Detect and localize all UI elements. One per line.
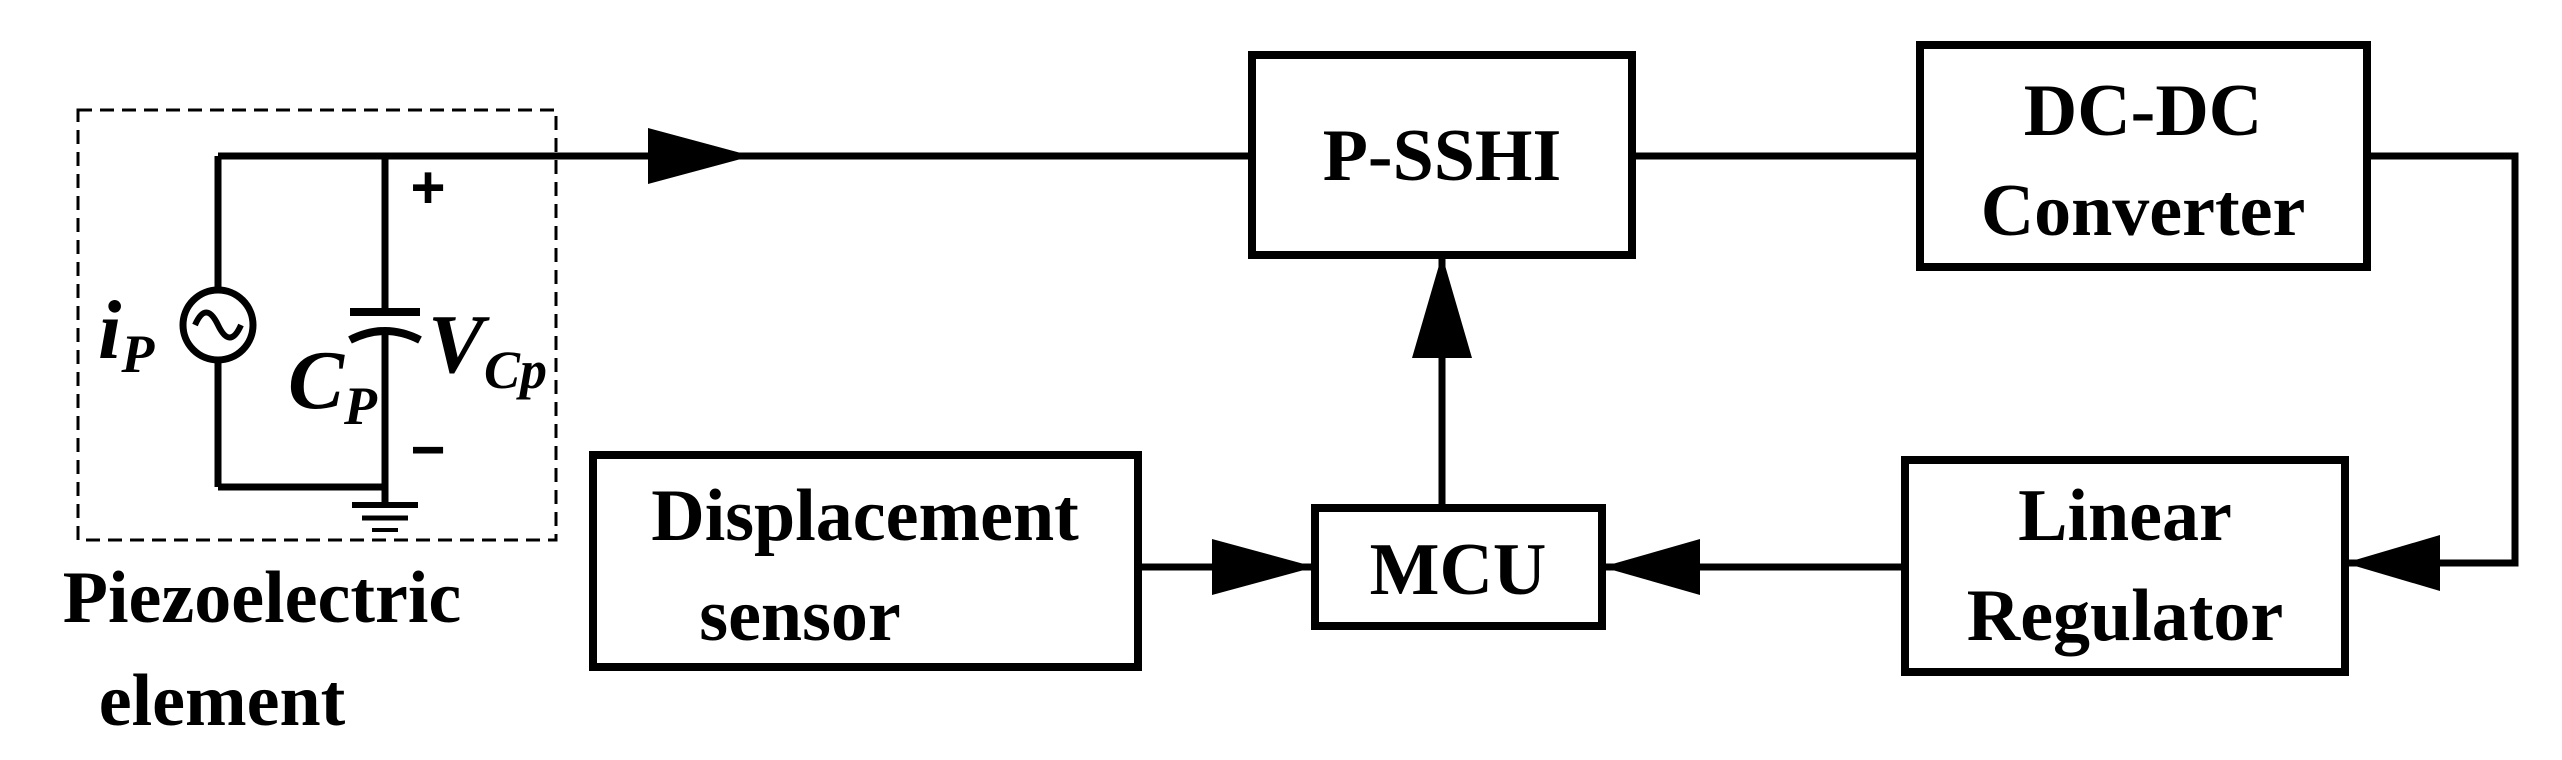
linear-regulator-block: Linear Regulator: [1901, 456, 2349, 676]
displacement-sensor-label-line1: Displacement: [651, 475, 1079, 557]
dcdc-to-linreg-arrowhead: [2345, 535, 2440, 591]
piezo-dashed-boundary: [76, 108, 558, 542]
linear-regulator-box: [1901, 456, 2349, 676]
mcu-to-psshi-arrowhead: [1412, 255, 1472, 358]
dcdc-label-line1: DC-DC: [2024, 70, 2262, 152]
sensor-to-mcu-arrowhead: [1212, 539, 1315, 595]
current-subscript: P: [120, 324, 155, 384]
dcdc-converter-block: DC-DC Converter: [1916, 41, 2371, 271]
current-source-icon: [179, 286, 257, 364]
current-label: iP: [98, 284, 155, 384]
linreg-to-mcu-arrowhead: [1602, 539, 1700, 595]
piezoelectric-element: iP CP VCp + − Piezoelectric element: [63, 108, 558, 742]
voltage-symbol: V: [428, 298, 490, 391]
capacitor-icon: [348, 308, 422, 344]
voltage-label: VCp: [428, 298, 547, 400]
dcdc-label-line2: Converter: [1981, 170, 2306, 252]
displacement-sensor-label-line2: sensor: [699, 575, 900, 657]
mcu-label: MCU: [1370, 529, 1547, 611]
capacitance-subscript: P: [343, 376, 378, 436]
piezo-caption-line2: element: [99, 660, 346, 742]
ground-icon: [352, 502, 418, 532]
psshi-block: P-SSHI: [1248, 51, 1636, 259]
current-symbol: i: [98, 284, 121, 377]
capacitance-label: CP: [288, 334, 378, 436]
mcu-block: MCU: [1311, 504, 1606, 630]
displacement-sensor-block: Displacement sensor: [589, 451, 1142, 671]
minus-sign: −: [410, 416, 445, 483]
plus-sign: +: [410, 154, 445, 221]
linear-regulator-label-line1: Linear: [2018, 475, 2232, 557]
dcdc-box: [1916, 41, 2371, 271]
displacement-sensor-box: [589, 451, 1142, 671]
piezo-to-psshi-arrowhead: [648, 128, 752, 184]
psshi-box: [1248, 51, 1636, 259]
piezo-caption-line1: Piezoelectric: [63, 557, 461, 639]
mcu-box: [1311, 504, 1606, 630]
psshi-label: P-SSHI: [1323, 115, 1562, 197]
capacitance-symbol: C: [288, 334, 345, 427]
voltage-subscript: Cp: [484, 340, 547, 400]
linear-regulator-label-line2: Regulator: [1967, 575, 2284, 657]
